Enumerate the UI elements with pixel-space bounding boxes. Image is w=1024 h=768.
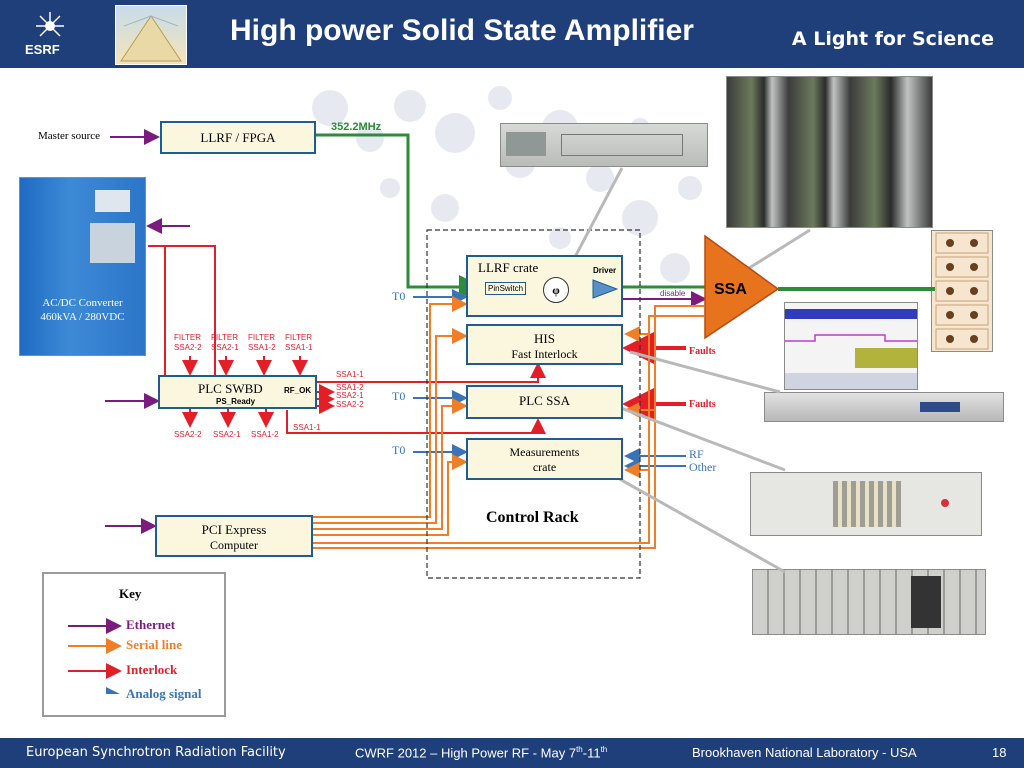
filter-label-top: FILTER: [174, 333, 201, 342]
ssa-label: SSA1-2: [336, 383, 364, 392]
plc-swbd-box: PLC SWBD PS_Ready RF_OK: [158, 375, 317, 409]
plc-ssa-box: PLC SSA: [466, 385, 623, 419]
master-source-label: Master source: [38, 130, 101, 142]
filter-label-top: FILTER: [248, 333, 275, 342]
acdc-cabinet-photo: AC/DC Converter 460kVA / 280VDC: [19, 177, 146, 356]
llrf-crate-box: LLRF crate PinSwitch φ Driver: [466, 255, 623, 317]
filter-label-top: FILTER: [211, 333, 238, 342]
ssa-label: SSA1-2: [251, 430, 279, 439]
plc-ssa-photo: [750, 472, 982, 536]
ssa-label: SSA1-1: [336, 370, 364, 379]
llrf-chassis-photo: [500, 123, 708, 167]
pci-express-box: PCI Express Computer: [155, 515, 313, 557]
filter-label-bottom: SSA2-1: [211, 343, 239, 352]
t0-label: T0: [392, 289, 406, 303]
filter-label-bottom: SSA1-1: [285, 343, 313, 352]
other-label: Other: [689, 460, 717, 474]
tunnel-picture: [115, 5, 187, 65]
ssa-label: SSA2-2: [336, 400, 364, 409]
conference-prefix: CWRF 2012 – High Power RF - May 7: [355, 745, 577, 761]
header-bar: ESRF High power Solid State Amplifier A …: [0, 0, 1024, 68]
measurements-crate-box: Measurements crate: [466, 438, 623, 480]
freq-label: 352.2MHz: [331, 121, 382, 133]
conference-sup2: th: [600, 745, 608, 754]
llrf-fpga-box: LLRF / FPGA: [160, 121, 316, 154]
legend-item-label: Ethernet: [126, 617, 176, 632]
esrf-logo: ESRF: [20, 8, 80, 62]
plc-ssa-label: PLC SSA: [519, 393, 570, 408]
ssa-label: SSA1-1: [293, 423, 321, 432]
plc-swbd-label: PLC SWBD: [198, 381, 263, 396]
footer-facility: European Synchrotron Radiation Facility: [26, 745, 286, 760]
measurements-label: Measurements: [509, 445, 580, 459]
legend-title: Key: [119, 586, 142, 601]
legend-item-label: Interlock: [126, 662, 178, 677]
footer-location: Brookhaven National Laboratory - USA: [692, 745, 917, 760]
llrf-crate-label: LLRF crate: [478, 260, 539, 275]
phase-symbol: φ: [552, 283, 560, 297]
header-slogan: A Light for Science: [791, 28, 994, 50]
ssa-label: SSA2-2: [174, 430, 202, 439]
legend-item-label: Analog signal: [126, 686, 202, 701]
filter-label-top: FILTER: [285, 333, 312, 342]
ssa-towers-photo: [726, 76, 933, 228]
driver-amplifier-icon: [592, 279, 618, 299]
llrf-fpga-label: LLRF / FPGA: [200, 130, 276, 145]
rf-ok-label: RF_OK: [284, 386, 312, 395]
phase-shifter-icon: φ: [543, 277, 569, 303]
control-rack-label: Control Rack: [486, 509, 579, 526]
logo-text: ESRF: [25, 42, 60, 57]
ssa-label: SSA2-1: [336, 391, 364, 400]
ps-ready-label: PS_Ready: [216, 397, 256, 406]
his-box: HIS Fast Interlock: [466, 324, 623, 365]
ssa-label: SSA2-1: [213, 430, 241, 439]
crate-label: crate: [532, 460, 557, 474]
legend: Key Ethernet Serial line Interlock Analo…: [42, 572, 226, 717]
footer-bar: European Synchrotron Radiation Facility …: [0, 738, 1024, 768]
faults-label: Faults: [689, 346, 716, 357]
his-label: HIS: [534, 331, 555, 346]
t0-label: T0: [392, 389, 406, 403]
scope-trace-photo: [784, 302, 918, 390]
his-sub-label: Fast Interlock: [511, 347, 578, 361]
conference-mid: -11: [582, 745, 601, 761]
t0-label: T0: [392, 443, 406, 457]
footer-conference: CWRF 2012 – High Power RF - May 7th-11th: [355, 745, 607, 760]
acdc-label-2: 460kVA / 280VDC: [40, 311, 125, 323]
disable-label: disable: [660, 289, 686, 298]
measurement-crate-photo: [752, 569, 986, 635]
legend-swatches: [68, 618, 122, 694]
conference-sup1: th: [576, 745, 583, 754]
page-number: 18: [992, 745, 1007, 760]
filter-label-bottom: SSA2-2: [174, 343, 202, 352]
legend-item-label: Serial line: [126, 637, 182, 652]
his-chassis-photo: [764, 392, 1004, 422]
computer-label: Computer: [210, 538, 258, 552]
sunburst-icon: [36, 12, 64, 37]
rf-label: RF: [689, 447, 704, 461]
page-title: High power Solid State Amplifier: [230, 14, 694, 47]
faults-label: Faults: [689, 399, 716, 410]
filter-label-bottom: SSA1-2: [248, 343, 276, 352]
acdc-label-1: AC/DC Converter: [42, 297, 123, 309]
pci-label: PCI Express: [201, 522, 267, 537]
ssa-amplifier-label: SSA: [714, 281, 747, 298]
pinswitch-label: PinSwitch: [485, 282, 527, 295]
driver-label: Driver: [593, 266, 617, 275]
